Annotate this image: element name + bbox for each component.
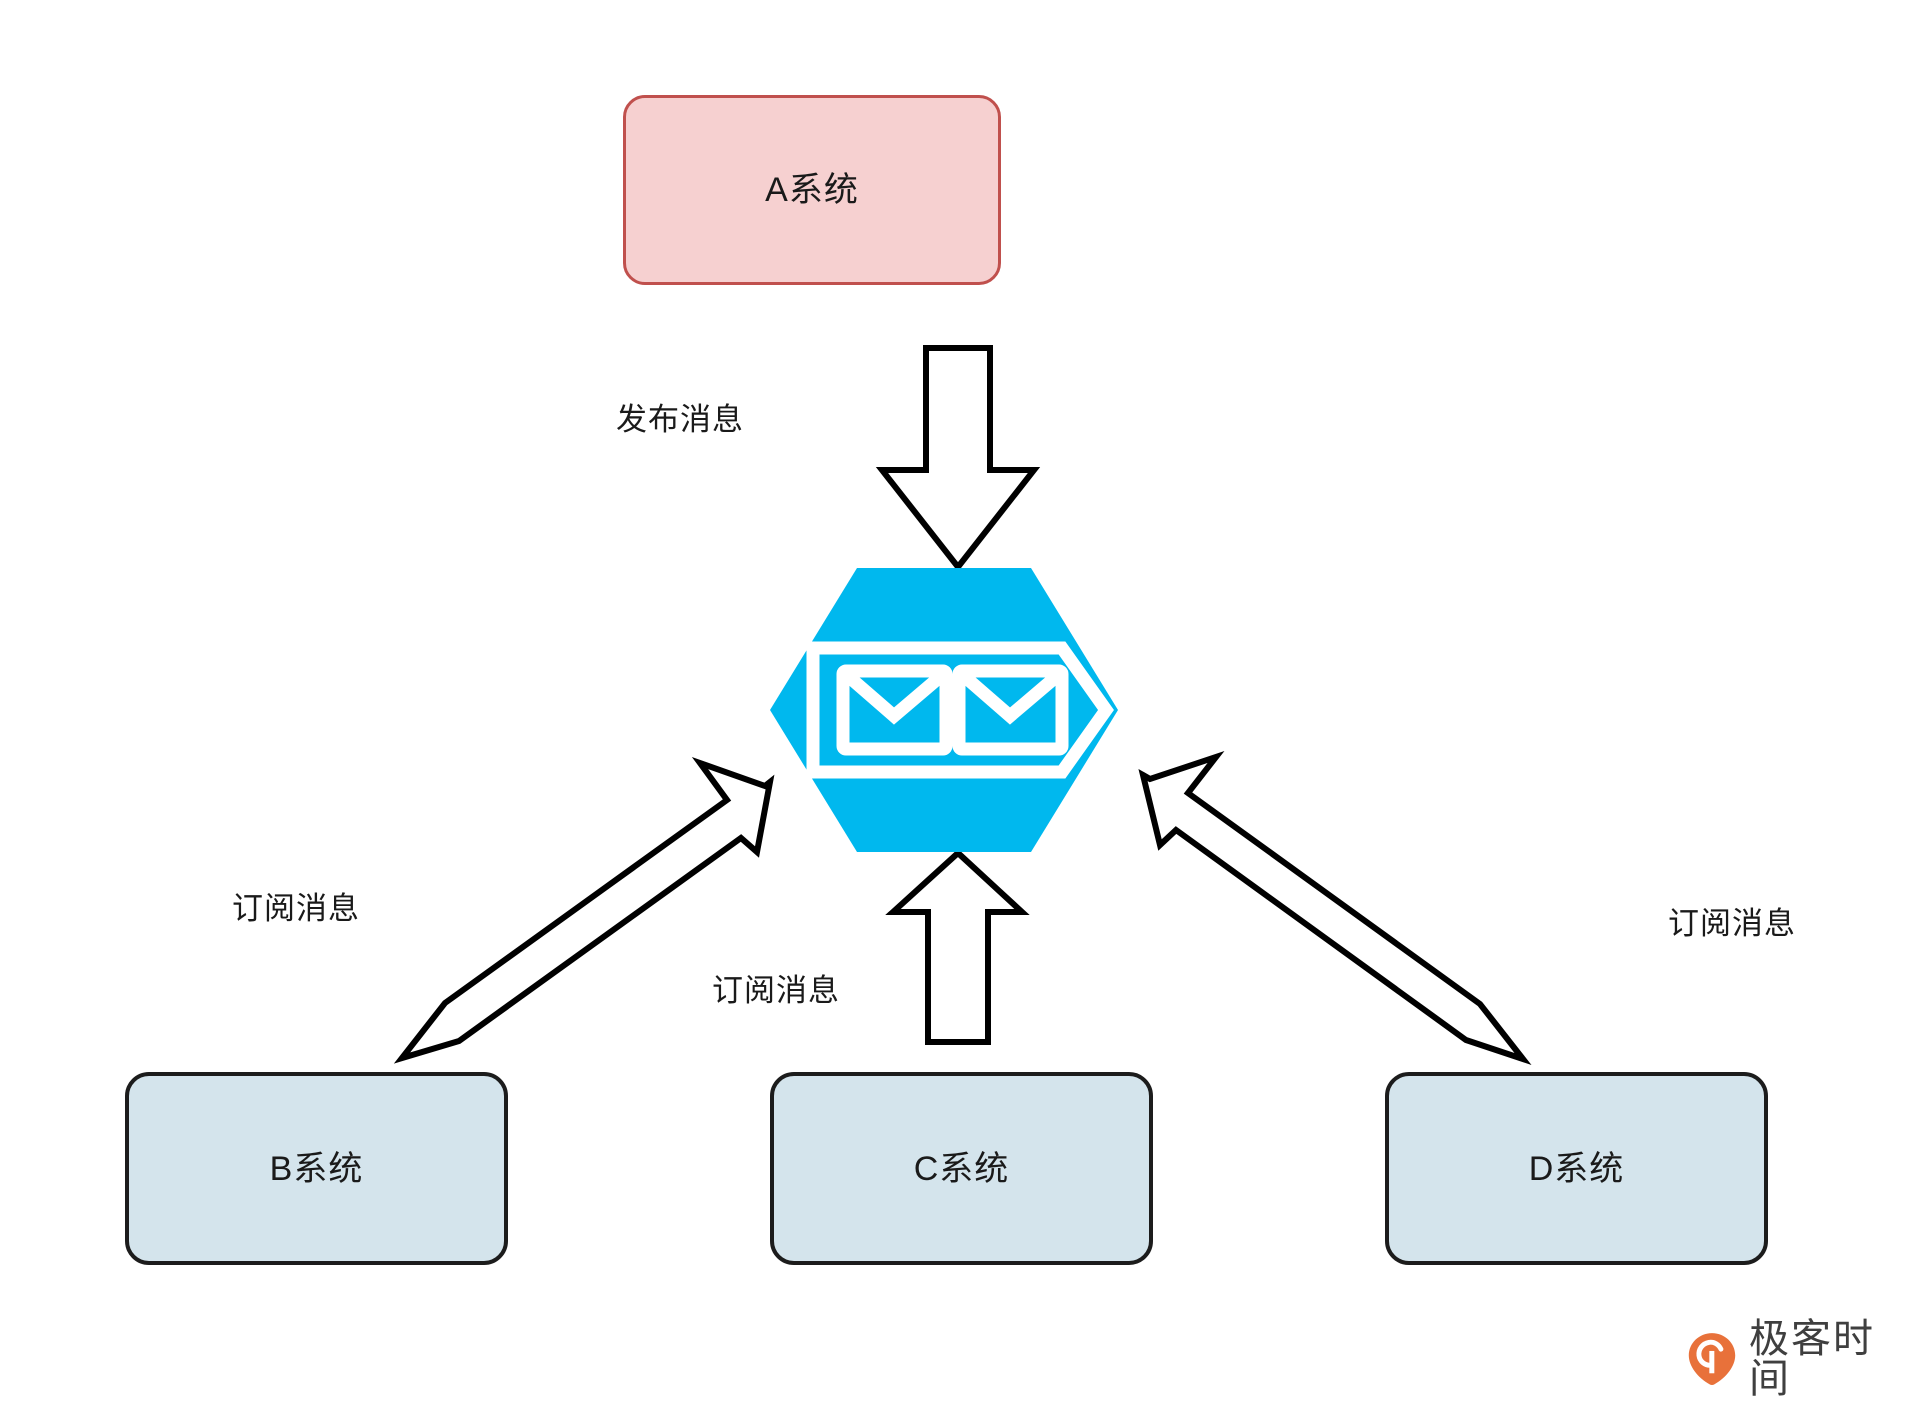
edge-subscribe-b-arrow [393,756,775,1064]
brand-watermark: 极客时间 [1687,1319,1899,1399]
geektime-pin-icon [1688,1333,1736,1385]
envelope-icon-1 [836,664,953,756]
brand-name: 极客时间 [1749,1316,1875,1402]
edge-label-subscribe-b: 订阅消息 [232,891,360,926]
node-a-system[interactable]: A系统 [623,95,1001,285]
node-d-system[interactable]: D系统 [1385,1072,1768,1265]
edge-label-subscribe-d: 订阅消息 [1668,906,1796,941]
node-c-system[interactable]: C系统 [770,1072,1153,1265]
node-a-system-label: A系统 [765,171,859,209]
edge-subscribe-d-arrow [1138,751,1532,1065]
edge-label-subscribe-c: 订阅消息 [712,973,840,1008]
node-b-system[interactable]: B系统 [125,1072,508,1265]
node-d-system-label: D系统 [1528,1149,1625,1188]
envelope-icon-1-flap [843,671,946,725]
edge-subscribe-c-arrow [885,848,1030,1045]
node-c-system-label: C系统 [913,1149,1010,1188]
envelope-icon-2 [952,664,1069,756]
queue-container-outline [806,641,1114,779]
node-b-system-label: B系统 [269,1149,364,1188]
edge-label-publish: 发布消息 [616,402,744,437]
envelope-icon-2-flap [959,671,1062,725]
edge-publish-arrow [875,345,1041,572]
